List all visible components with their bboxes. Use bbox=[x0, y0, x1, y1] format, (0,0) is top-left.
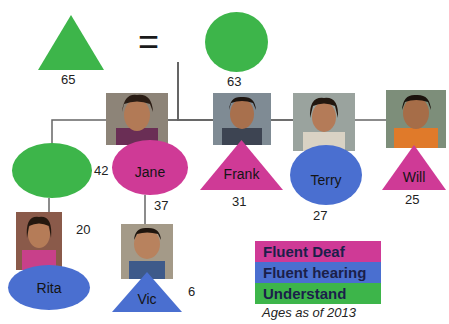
male-triangle: Frank31 bbox=[200, 140, 283, 190]
age-number: 25 bbox=[405, 192, 419, 207]
male-triangle: Will25 bbox=[382, 145, 446, 190]
male-triangle: 65 bbox=[38, 15, 104, 70]
person-name: Terry bbox=[290, 172, 362, 188]
person-name: Vic bbox=[112, 291, 182, 307]
shape-outline bbox=[12, 143, 92, 198]
legend-swatch: Fluent hearing bbox=[255, 262, 381, 283]
circle-shape bbox=[290, 145, 362, 205]
person-name: Will bbox=[382, 169, 446, 185]
age-number: 65 bbox=[61, 72, 75, 87]
legend-text: Fluent Deaf bbox=[255, 243, 345, 260]
legend-swatch: Understand bbox=[255, 283, 381, 304]
marriage-sign: = bbox=[138, 24, 159, 60]
legend-swatch: Fluent Deaf bbox=[255, 241, 381, 262]
shape-outline bbox=[38, 15, 104, 70]
photo bbox=[213, 93, 271, 145]
circle-shape bbox=[112, 140, 188, 195]
female-circle: Rita20 bbox=[8, 265, 90, 310]
age-number: 31 bbox=[232, 194, 246, 209]
photo bbox=[293, 93, 355, 151]
age-number: 27 bbox=[313, 208, 327, 223]
triangle-shape bbox=[382, 145, 446, 190]
photo bbox=[16, 212, 62, 270]
shape-outline bbox=[200, 140, 283, 190]
circle-shape bbox=[205, 12, 268, 72]
age-number: 63 bbox=[227, 74, 241, 89]
triangle-shape bbox=[38, 15, 104, 70]
photo bbox=[386, 90, 446, 148]
age-number: 42 bbox=[94, 163, 108, 178]
age-number: 20 bbox=[76, 222, 90, 237]
triangle-shape bbox=[112, 272, 182, 312]
female-circle: 63 bbox=[205, 12, 268, 72]
triangle-shape bbox=[200, 140, 283, 190]
person-name: Rita bbox=[8, 280, 90, 296]
shape-outline bbox=[205, 12, 268, 72]
circle-shape bbox=[8, 265, 90, 310]
photo bbox=[121, 224, 173, 279]
female-circle: 42 bbox=[12, 143, 92, 198]
age-number: 37 bbox=[154, 198, 168, 213]
person-name: Frank bbox=[200, 166, 283, 182]
caption: Ages as of 2013 bbox=[262, 305, 356, 320]
photo bbox=[106, 93, 168, 145]
legend-text: Fluent hearing bbox=[255, 264, 366, 281]
female-circle: Jane37 bbox=[112, 140, 188, 195]
legend-text: Understand bbox=[255, 285, 346, 302]
female-circle: Terry27 bbox=[290, 145, 362, 205]
person-name: Jane bbox=[112, 164, 188, 180]
male-triangle: Vic6 bbox=[112, 272, 182, 312]
age-number: 6 bbox=[188, 284, 195, 299]
circle-shape bbox=[12, 143, 92, 198]
